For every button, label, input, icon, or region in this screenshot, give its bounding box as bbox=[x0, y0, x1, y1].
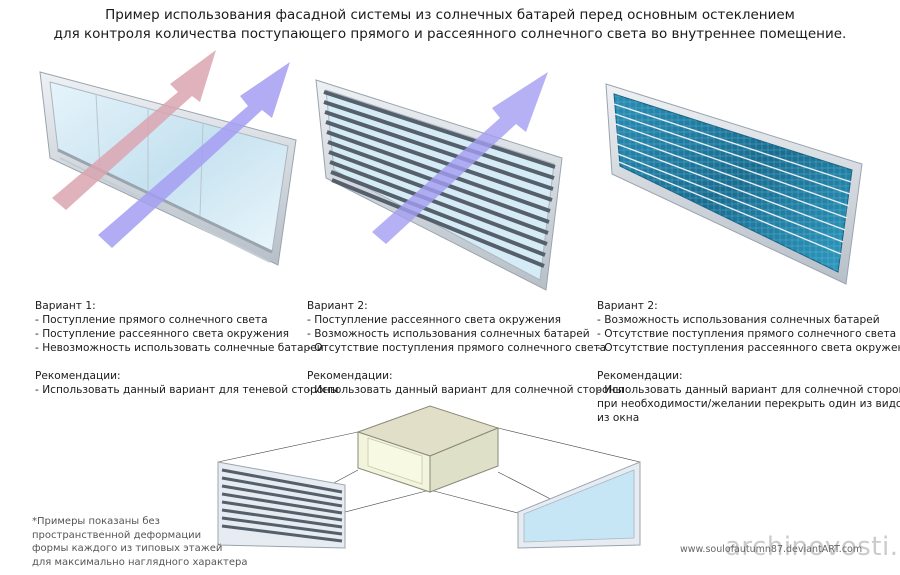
recommendation-line: из окна bbox=[597, 412, 640, 424]
variant-heading: Вариант 1: bbox=[35, 300, 96, 312]
author-credit: www.soulofautumn87.deviantART.com bbox=[680, 544, 863, 555]
variant-item: - Поступление прямого солнечного света bbox=[35, 314, 268, 326]
variant-item: - Возможность использования солнечных ба… bbox=[597, 314, 880, 326]
variant-3-illustration bbox=[605, 83, 863, 285]
variant-heading: Вариант 2: bbox=[597, 300, 658, 312]
floor-module-diagram bbox=[217, 405, 641, 549]
box-opening bbox=[367, 437, 423, 485]
footnote: *Примеры показаны без пространственной д… bbox=[32, 515, 247, 569]
variant-item: - Поступление рассеянного света окружени… bbox=[35, 328, 290, 340]
footnote-line: формы каждого из типовых этажей bbox=[32, 543, 223, 554]
box-right-face bbox=[429, 427, 499, 493]
recommendation-line: - Использовать данный вариант для тенево… bbox=[35, 384, 339, 396]
variant-item: - Отсутствие поступления рассеянного све… bbox=[597, 342, 900, 354]
title-line-1: Пример использования фасадной системы из… bbox=[105, 7, 795, 23]
variant-item: - Поступление рассеянного света окружени… bbox=[307, 314, 562, 326]
right-facade-glass bbox=[523, 469, 635, 543]
footnote-line: *Примеры показаны без bbox=[32, 516, 161, 527]
recommendation-line: при необходимости/желании перекрыть один… bbox=[597, 398, 900, 410]
variant-3-caption: Вариант 2: - Возможность использования с… bbox=[597, 299, 900, 425]
recommendation-heading: Рекомендации: bbox=[35, 370, 121, 382]
diffuse-light-arrow bbox=[372, 72, 548, 244]
variant-heading: Вариант 2: bbox=[307, 300, 368, 312]
footnote-line: пространственной деформации bbox=[32, 529, 202, 541]
title-line-2: для контроля количества поступающего пря… bbox=[53, 26, 847, 42]
left-facade-louvers bbox=[221, 468, 343, 543]
recommendation-heading: Рекомендации: bbox=[307, 370, 393, 382]
variant-1-illustration bbox=[39, 50, 297, 266]
variant-item: - Отсутствие поступления прямого солнечн… bbox=[597, 328, 897, 340]
variant-item: - Невозможность использовать солнечные б… bbox=[35, 342, 324, 354]
variant-1-caption: Вариант 1: - Поступление прямого солнечн… bbox=[35, 299, 339, 397]
variant-2-caption: Вариант 2: - Поступление рассеянного све… bbox=[307, 299, 624, 397]
diffuse-light-arrow bbox=[98, 62, 290, 248]
recommendation-line: - Использовать данный вариант для солнеч… bbox=[597, 384, 900, 396]
direct-sun-arrow bbox=[52, 50, 216, 210]
variant-item: - Отсутствие поступления прямого солнечн… bbox=[307, 342, 607, 354]
variant-1-mullion bbox=[199, 123, 204, 217]
footnote-line: для максимально наглядного характера bbox=[32, 556, 248, 568]
variant-item: - Возможность использования солнечных ба… bbox=[307, 328, 590, 340]
watermark: archinovosti.ru bbox=[725, 532, 900, 562]
variant-3-slats bbox=[613, 103, 852, 255]
variant-1-mullion bbox=[95, 93, 101, 171]
recommendation-line: - Использовать данный вариант для солнеч… bbox=[307, 384, 624, 396]
recommendation-heading: Рекомендации: bbox=[597, 370, 683, 382]
variant-2-illustration bbox=[315, 72, 563, 291]
page-title: Пример использования фасадной системы из… bbox=[0, 6, 900, 44]
variant-3-solar-cells bbox=[614, 94, 852, 272]
